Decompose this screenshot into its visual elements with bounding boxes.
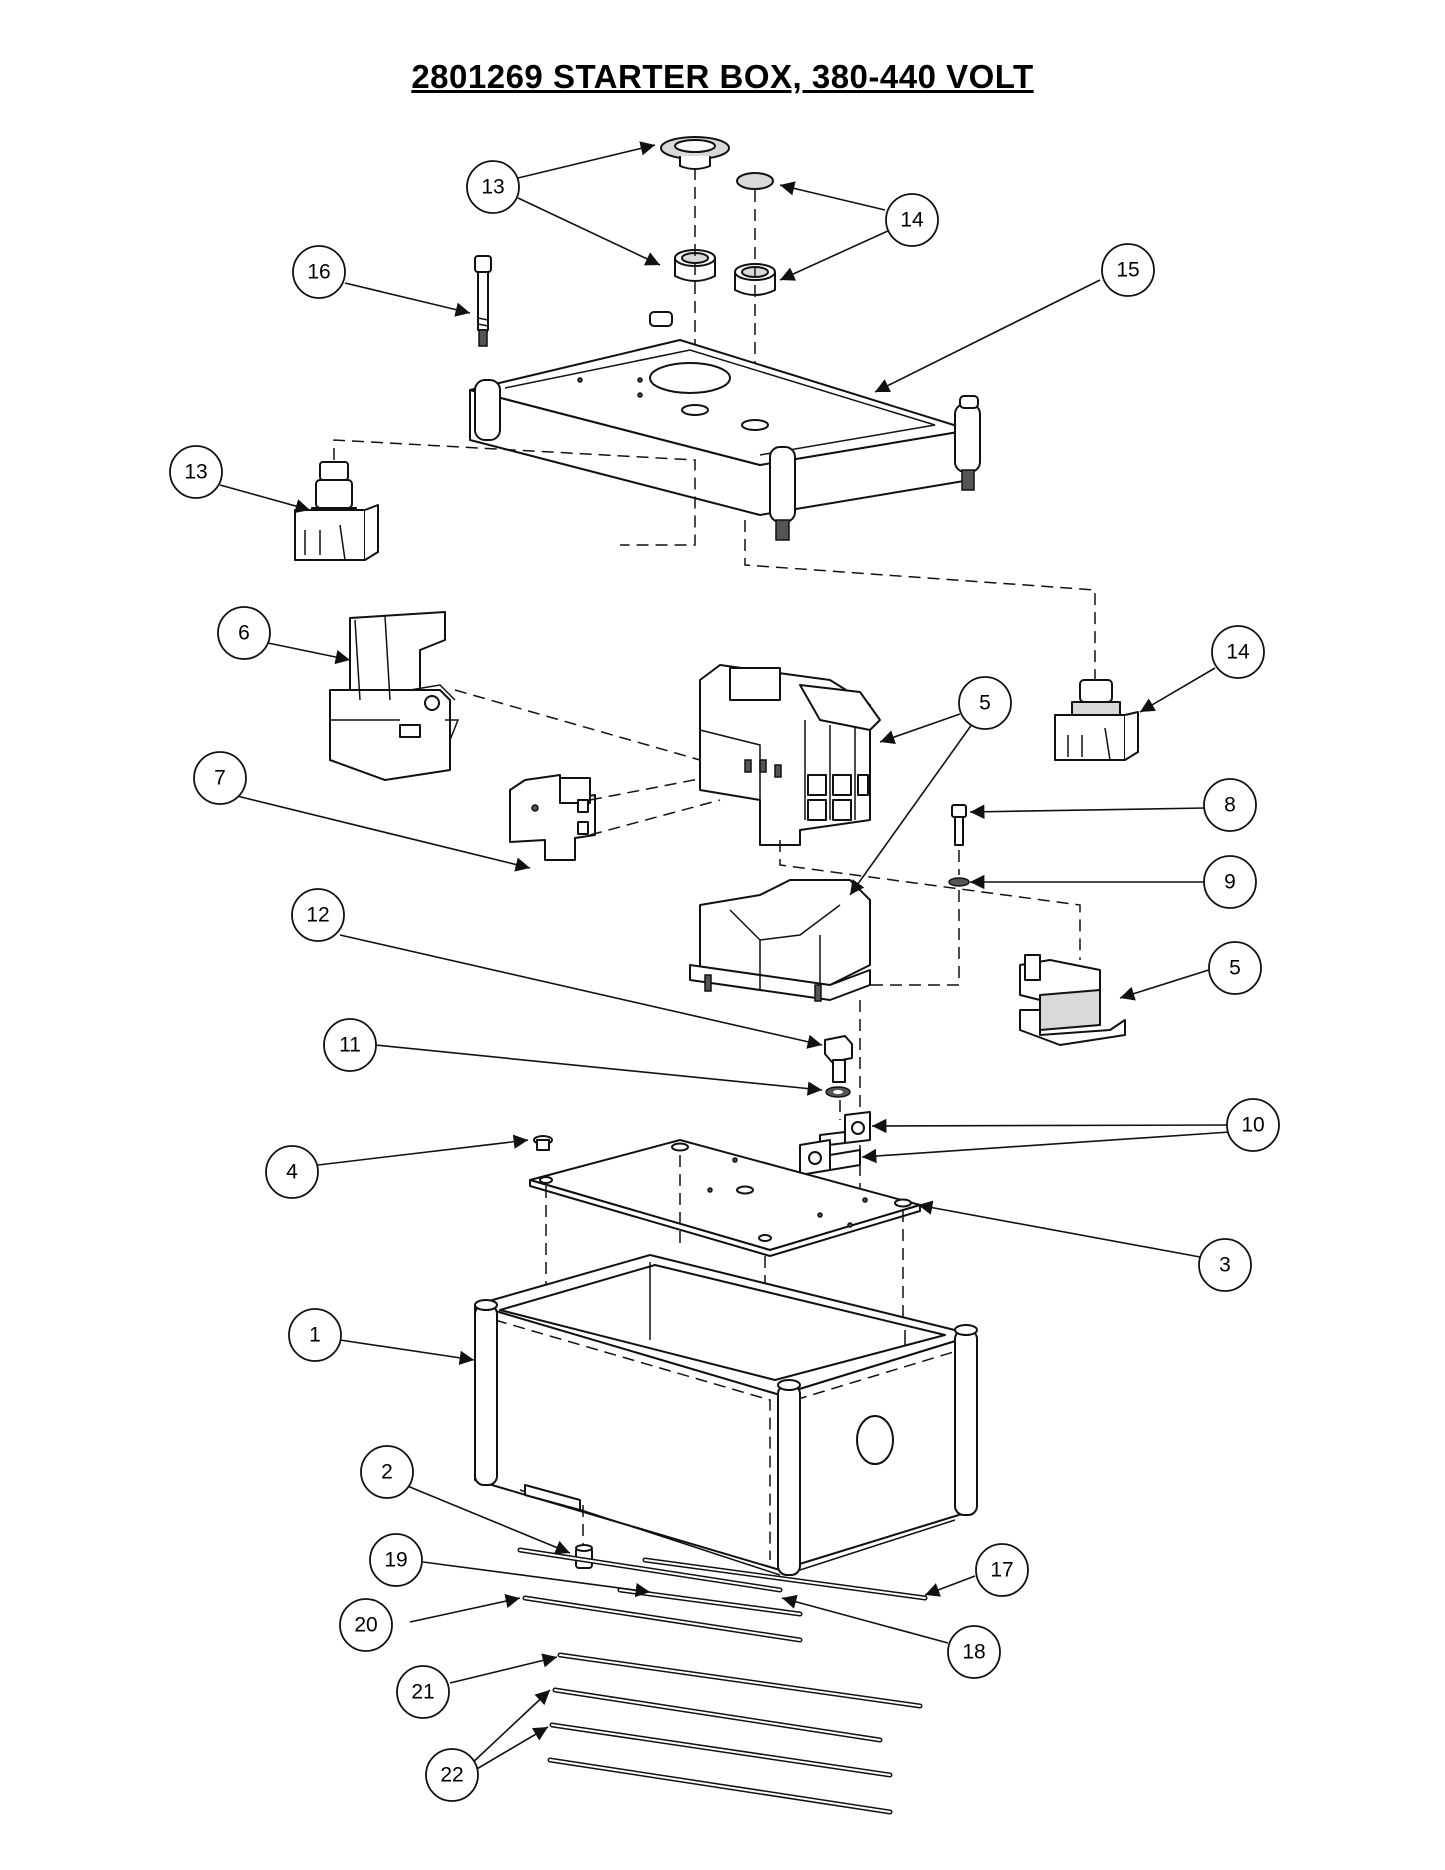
callout-2: 2 [360,1445,414,1499]
callout-7: 7 [193,751,247,805]
part-18-wire [617,1587,803,1617]
svg-text:2: 2 [381,1461,393,1484]
callout-16: 16 [292,245,346,299]
part-14-flat-cap [736,172,774,190]
svg-text:6: 6 [238,622,250,645]
callout-3: 3 [1198,1238,1252,1292]
svg-text:18: 18 [962,1641,985,1664]
callout-14-top: 14 [885,193,939,247]
callout-18: 18 [947,1625,1001,1679]
part-12-hex-bolt [824,1035,853,1083]
svg-text:3: 3 [1219,1254,1231,1277]
part-3-mounting-plate [529,1139,921,1257]
callout-14-right: 14 [1211,625,1265,679]
svg-text:17: 17 [990,1559,1013,1582]
svg-text:15: 15 [1116,259,1139,282]
callout-1: 1 [288,1308,342,1362]
part-14-push-button-operator [1054,679,1139,761]
part-16-cover-screw [474,255,492,347]
part-8-screw [951,804,967,846]
part-5-contactor [699,664,881,846]
svg-text:13: 13 [481,176,504,199]
part-22-wire [547,1722,893,1815]
callout-11: 11 [323,1018,377,1072]
part-21-wire [552,1652,923,1743]
svg-text:16: 16 [307,261,330,284]
svg-text:12: 12 [306,904,329,927]
part-7-auxiliary-contact [509,774,596,861]
svg-text:1: 1 [309,1324,321,1347]
callout-20: 20 [339,1598,393,1652]
svg-text:5: 5 [1229,957,1241,980]
svg-text:20: 20 [354,1614,377,1637]
part-13-push-button-operator [294,461,379,561]
svg-text:11: 11 [339,1034,361,1057]
part-15-enclosure-cover [469,311,981,541]
svg-text:8: 8 [1224,794,1236,817]
callout-9: 9 [1203,855,1257,909]
svg-text:10: 10 [1241,1114,1264,1137]
svg-text:22: 22 [440,1764,463,1787]
part-5-coil [1019,954,1126,1046]
callout-6: 6 [217,606,271,660]
callout-17: 17 [975,1543,1029,1597]
callout-22: 22 [425,1748,479,1802]
part-6-overload-relay [329,611,460,781]
svg-text:14: 14 [900,209,924,232]
svg-text:9: 9 [1224,871,1236,894]
callout-5-upper: 5 [958,676,1012,730]
callout-8: 8 [1203,778,1257,832]
svg-text:5: 5 [979,692,991,715]
page-title: 2801269 STARTER BOX, 380-440 VOLT [411,58,1034,95]
svg-text:21: 21 [411,1681,434,1704]
part-17-wire [642,1557,928,1601]
part-9-washer [948,877,970,887]
callout-5-lower: 5 [1208,941,1262,995]
callout-13-left: 13 [169,445,223,499]
svg-text:19: 19 [384,1549,407,1572]
callout-15: 15 [1101,243,1155,297]
svg-text:13: 13 [184,461,207,484]
leader-lines [219,141,1231,1771]
part-20-wire [522,1595,803,1643]
callout-4: 4 [265,1145,319,1199]
callout-13-top: 13 [466,160,520,214]
part-1-enclosure-box [474,1254,978,1576]
svg-text:7: 7 [214,767,226,790]
svg-text:14: 14 [1226,641,1250,664]
part-13-mushroom-cap [660,136,730,170]
callout-21: 21 [396,1665,450,1719]
part-10-ground-lug-lower [799,1139,861,1176]
callout-19: 19 [369,1533,423,1587]
part-19-wire [517,1547,783,1593]
svg-text:4: 4 [286,1161,298,1184]
callout-10: 10 [1226,1098,1280,1152]
callout-12: 12 [291,888,345,942]
part-5-contactor-base [689,879,871,1002]
part-11-washer [825,1086,851,1098]
part-4-mounting-bolt [533,1135,553,1151]
